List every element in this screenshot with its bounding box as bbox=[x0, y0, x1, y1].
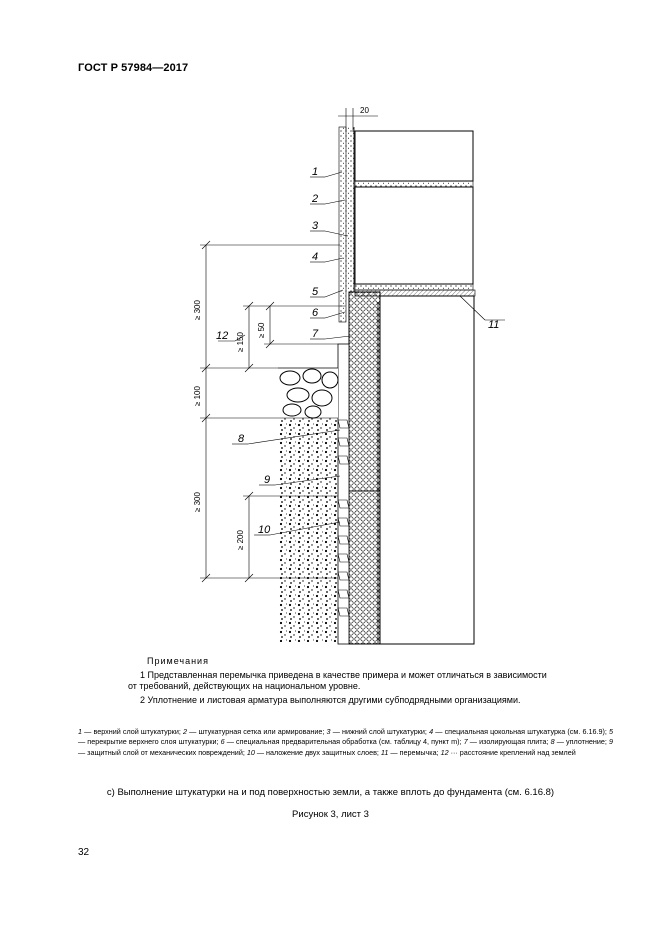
callout-7: 7 bbox=[312, 328, 319, 340]
dim-300-lower: ≥ 300 bbox=[193, 491, 202, 512]
note-1-line-1: 1 Представленная перемычка приведена в к… bbox=[140, 670, 547, 680]
dim-50: ≥ 50 bbox=[257, 322, 266, 338]
callout-11: 11 bbox=[488, 319, 499, 331]
callout-6: 6 bbox=[312, 307, 319, 319]
note-2: 2 Уплотнение и листовая арматура выполня… bbox=[140, 695, 521, 705]
dim-top-label: 20 bbox=[360, 106, 369, 115]
callout-2: 2 bbox=[311, 193, 318, 205]
dimension-lines bbox=[200, 240, 345, 583]
legend-item: 3 — нижний слой штукатурки; bbox=[326, 727, 430, 736]
callout-numbers: 1 2 3 4 5 6 7 8 9 10 11 12 bbox=[216, 166, 499, 536]
legend-item: 7 — изолирующая плита; bbox=[463, 737, 551, 747]
soil-cobbles bbox=[278, 367, 339, 642]
dim-200: ≥ 200 bbox=[236, 529, 245, 550]
legend-item: 11 — перемычка; bbox=[380, 747, 441, 757]
legend-item: 12 ··· расстояние креплений над землей bbox=[440, 747, 576, 757]
protective-layer bbox=[337, 343, 350, 645]
dim-150: ≥ 150 bbox=[236, 331, 245, 352]
dim-100: ≥ 100 bbox=[193, 385, 202, 406]
callout-10: 10 bbox=[258, 524, 271, 536]
dim-300-upper: ≥ 300 bbox=[193, 299, 202, 320]
insulation-board bbox=[348, 291, 381, 645]
subfigure-caption: c) Выполнение штукатурки на и под поверх… bbox=[106, 787, 555, 798]
dimension-labels: ≥ 300 ≥ 150 ≥ 50 ≥ 100 ≥ 300 ≥ 200 bbox=[193, 299, 266, 550]
callout-5: 5 bbox=[312, 286, 319, 298]
wall-blocks bbox=[354, 130, 476, 645]
notes-title: Примечания bbox=[147, 656, 209, 666]
legend-item: 6 — специальная предварительная обработк… bbox=[220, 737, 464, 747]
callout-8: 8 bbox=[238, 433, 245, 445]
document-header: ГОСТ Р 57984—2017 bbox=[78, 62, 189, 74]
callout-3: 3 bbox=[312, 220, 319, 232]
legend-item: 10 — наложение двух защитных слоев; bbox=[246, 747, 381, 757]
figure-caption: Рисунок 3, лист 3 bbox=[292, 809, 369, 820]
callout-12: 12 bbox=[216, 330, 228, 342]
plaster-layers bbox=[338, 126, 355, 323]
callout-9: 9 bbox=[264, 474, 270, 486]
callout-1: 1 bbox=[312, 166, 318, 178]
page-number: 32 bbox=[78, 847, 90, 858]
callout-4: 4 bbox=[312, 251, 318, 263]
legend-item: 2 — штукатурная сетка или армирование; bbox=[183, 727, 327, 736]
legend-item: 9 — защитный слой от механических повреж… bbox=[78, 737, 614, 757]
note-1-line-2: от требований, действующих на национальн… bbox=[128, 681, 361, 691]
legend-item: 5 — перекрытие верхнего слоя штукатурки; bbox=[78, 727, 614, 747]
legend-item: 4 — специальная цоколь­ная штукатурка (с… bbox=[429, 727, 610, 736]
legend-item: 8 — уплотнение; bbox=[550, 737, 610, 747]
legend-item: 1 — верхний слой штукатурки; bbox=[78, 727, 183, 736]
callout-leaders bbox=[218, 171, 505, 536]
figure-legend: 1 — верхний слой штукатурки; 2 — штукату… bbox=[78, 727, 613, 758]
